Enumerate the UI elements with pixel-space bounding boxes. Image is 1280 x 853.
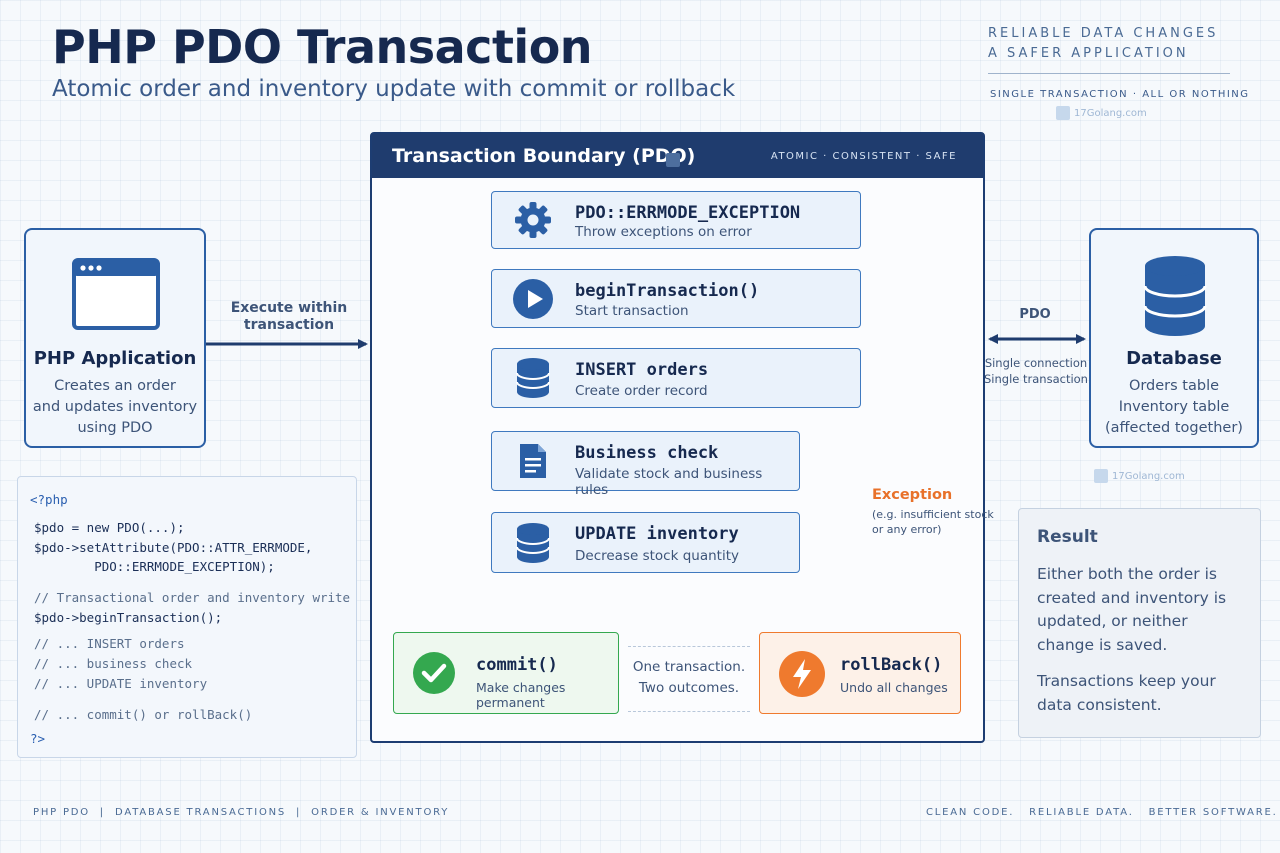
database-description: Orders table Inventory table (affected t… bbox=[1105, 378, 1243, 436]
tagline-small: SINGLE TRANSACTION · ALL OR NOTHING bbox=[990, 89, 1250, 100]
database-box: Database Orders table Inventory table (a… bbox=[1089, 228, 1259, 448]
step-title: beginTransaction() bbox=[575, 281, 760, 301]
lightning-icon bbox=[779, 651, 825, 697]
code-line: $pdo->beginTransaction(); bbox=[34, 610, 223, 625]
step-begin-transaction: beginTransaction() Start transaction bbox=[491, 269, 861, 328]
step-title: Business check bbox=[575, 443, 719, 463]
code-line: $pdo = new PDO(...); bbox=[34, 520, 185, 535]
pdo-link-label: PDO bbox=[1019, 307, 1051, 322]
boundary-header: Transaction Boundary (PDO) ATOMIC · CONS… bbox=[372, 134, 983, 178]
execute-label: Execute within transaction bbox=[230, 300, 348, 333]
step-subtitle: Throw exceptions on error bbox=[575, 224, 752, 240]
footer-left: PHP PDO | DATABASE TRANSACTIONS | ORDER … bbox=[33, 807, 450, 818]
tagline-divider bbox=[988, 73, 1230, 74]
tagline-line-2: A SAFER APPLICATION bbox=[988, 46, 1189, 61]
exception-notes: (e.g. insufficient stock or any error) bbox=[872, 508, 994, 536]
commit-title: commit() bbox=[476, 655, 558, 675]
footer-right: CLEAN CODE. RELIABLE DATA. BETTER SOFTWA… bbox=[926, 807, 1278, 818]
watermark-icon bbox=[666, 153, 680, 167]
code-close-tag: ?> bbox=[30, 731, 46, 746]
watermark: 17Golang.com bbox=[1056, 106, 1147, 120]
play-icon bbox=[513, 278, 553, 319]
commit-box: commit() Make changes permanent bbox=[393, 632, 619, 714]
check-icon bbox=[413, 652, 455, 694]
code-snippet: <?php $pdo = new PDO(...); $pdo->setAttr… bbox=[17, 476, 357, 758]
step-title: UPDATE inventory bbox=[575, 524, 739, 544]
result-text: Transactions keep your data consistent. bbox=[1037, 672, 1216, 714]
code-open-tag: <?php bbox=[30, 492, 68, 507]
tagline: RELIABLE DATA CHANGES A SAFER APPLICATIO… bbox=[988, 24, 1218, 64]
step-subtitle: Start transaction bbox=[575, 303, 689, 319]
browser-window-icon bbox=[72, 258, 160, 330]
gear-icon bbox=[515, 202, 551, 238]
rollback-box: rollBack() Undo all changes bbox=[759, 632, 961, 714]
boundary-title: Transaction Boundary (PDO) bbox=[392, 145, 696, 167]
step-title: INSERT orders bbox=[575, 360, 709, 380]
page-subtitle: Atomic order and inventory update with c… bbox=[52, 76, 736, 102]
database-icon bbox=[516, 522, 550, 563]
step-subtitle: Decrease stock quantity bbox=[575, 548, 739, 564]
page-title: PHP PDO Transaction bbox=[52, 20, 593, 74]
exception-label: Exception bbox=[872, 487, 953, 503]
code-comment: // Transactional order and inventory wri… bbox=[34, 590, 351, 605]
document-icon bbox=[520, 444, 546, 478]
code-line: PDO::ERRMODE_EXCEPTION); bbox=[34, 559, 275, 574]
code-comment: // ... commit() or rollBack() bbox=[34, 707, 253, 722]
outcome-note: One transaction. Two outcomes. bbox=[628, 646, 750, 712]
step-update-inventory: UPDATE inventory Decrease stock quantity bbox=[491, 512, 800, 573]
step-business-check: Business check Validate stock and busine… bbox=[491, 431, 800, 498]
step-subtitle: Create order record bbox=[575, 383, 708, 399]
database-title: Database bbox=[1126, 348, 1222, 369]
code-comment: // ... UPDATE inventory bbox=[34, 676, 208, 691]
step-subtitle: Validate stock and business rules bbox=[575, 466, 763, 498]
pdo-link-notes: Single connection Single transaction bbox=[984, 356, 1088, 386]
result-text: Either both the order is created and inv… bbox=[1037, 565, 1227, 654]
result-box: Result Either both the order is created … bbox=[1018, 508, 1261, 738]
code-comment: // ... business check bbox=[34, 656, 193, 671]
commit-subtitle: Make changes permanent bbox=[476, 680, 566, 710]
step-insert-orders: INSERT orders Create order record bbox=[491, 348, 861, 408]
code-line: $pdo->setAttribute(PDO::ATTR_ERRMODE, bbox=[34, 540, 313, 555]
tagline-line-1: RELIABLE DATA CHANGES bbox=[988, 26, 1219, 41]
step-title: PDO::ERRMODE_EXCEPTION bbox=[575, 203, 801, 223]
step-errmode: PDO::ERRMODE_EXCEPTION Throw exceptions … bbox=[491, 191, 861, 249]
rollback-subtitle: Undo all changes bbox=[840, 680, 948, 695]
database-icon bbox=[516, 358, 550, 398]
php-application-title: PHP Application bbox=[33, 348, 197, 369]
code-comment: // ... INSERT orders bbox=[34, 636, 185, 651]
result-title: Result bbox=[1037, 527, 1098, 547]
database-icon bbox=[1143, 256, 1207, 336]
boundary-tags: ATOMIC · CONSISTENT · SAFE bbox=[770, 151, 957, 162]
php-application-description: Creates an order and updates inventory u… bbox=[32, 378, 198, 436]
php-application-box: PHP Application Creates an order and upd… bbox=[24, 228, 206, 448]
rollback-title: rollBack() bbox=[840, 655, 943, 675]
watermark: 17Golang.com bbox=[1094, 469, 1185, 483]
